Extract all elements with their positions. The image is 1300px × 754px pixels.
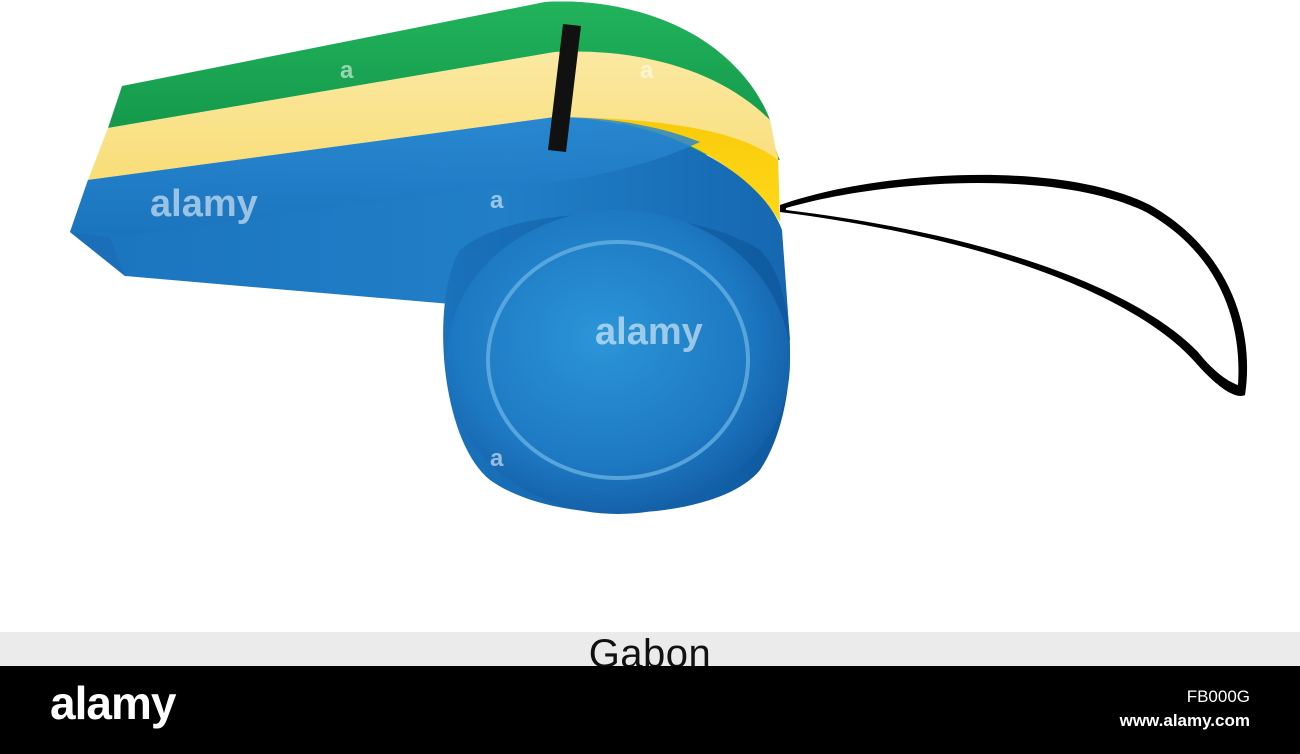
site-url: www.alamy.com: [1119, 711, 1250, 730]
watermark-letter: a: [640, 57, 654, 84]
caption-band: Gabon: [0, 632, 1300, 674]
whistle-air-slot: [548, 24, 581, 152]
watermark-letter: a: [340, 57, 354, 84]
watermark-text: alamy: [595, 311, 703, 353]
whistle-barrel-ring: [486, 240, 750, 480]
image-id: FB000G: [1186, 687, 1250, 706]
whistle-yellow-stripe: [88, 51, 778, 180]
watermark-letter: a: [490, 187, 504, 214]
whistle-barrel: [446, 210, 790, 514]
gabon-flag-whistle-illustration: alamy alamy a a a a: [70, 1, 1248, 514]
stock-photo-footer: alamy FB000G www.alamy.com: [0, 666, 1300, 754]
alamy-logo: alamy: [50, 677, 176, 729]
whistle-green-stripe: [108, 1, 770, 128]
watermark-text: alamy: [150, 183, 258, 225]
watermark-letter: a: [490, 445, 504, 472]
